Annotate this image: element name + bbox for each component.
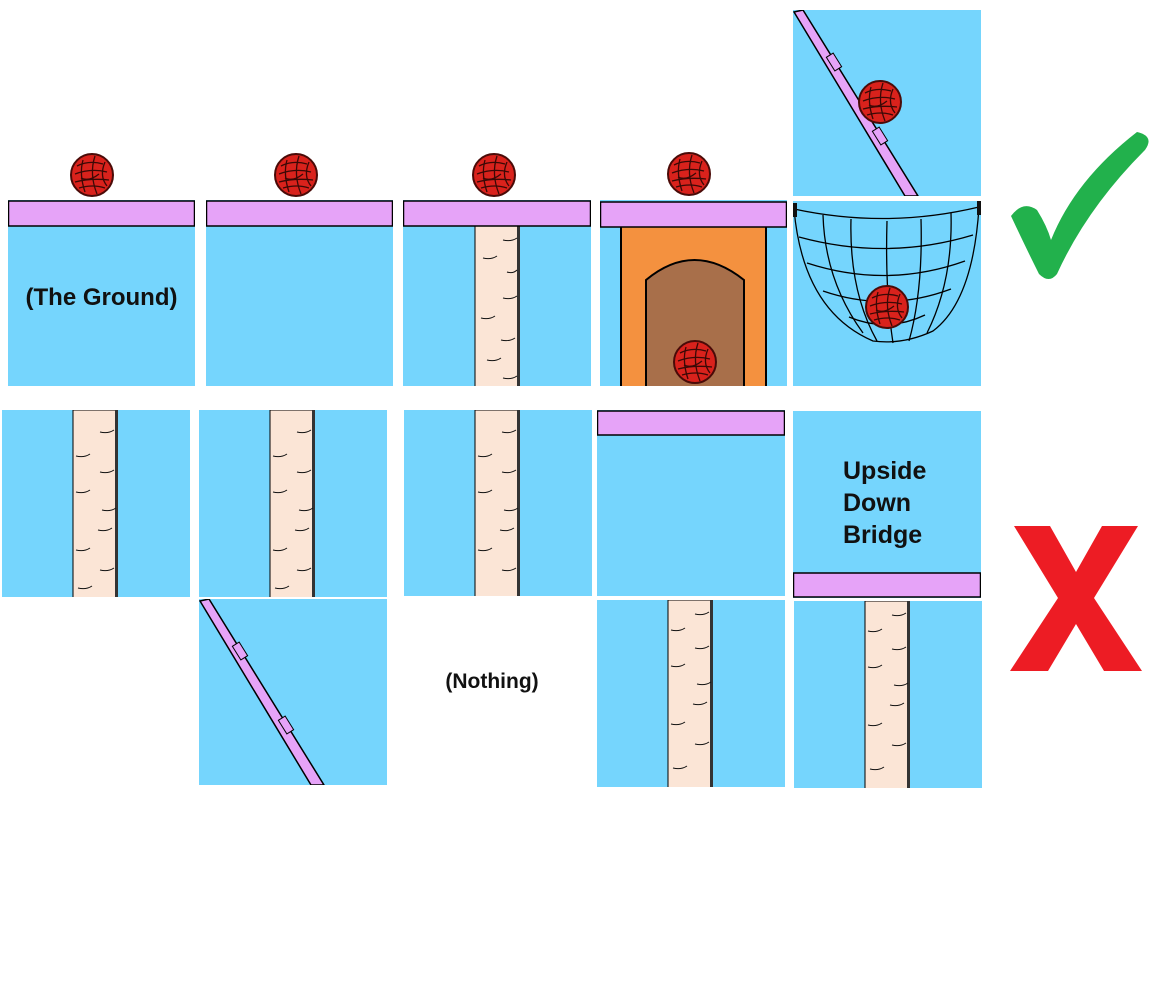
bridge-plank <box>206 200 393 227</box>
label-line: Upside <box>843 457 927 485</box>
tile-bridge-over-tree[interactable] <box>597 410 785 596</box>
tile-ramp-lower[interactable] <box>199 599 387 785</box>
tree-trunk <box>269 410 315 597</box>
tile-upside-down-bridge[interactable]: Upside Down Bridge <box>793 411 981 598</box>
ramp <box>793 10 919 196</box>
yarn-ball-icon <box>274 153 318 197</box>
tile-empty-bridge[interactable] <box>206 200 393 386</box>
tree-trunk <box>72 410 118 597</box>
x-mark-icon <box>1010 526 1142 671</box>
yarn-ball-icon <box>667 152 711 196</box>
yarn-ball-icon <box>858 80 902 124</box>
tile-ramp-top[interactable] <box>793 10 981 196</box>
tree-trunk <box>474 410 520 596</box>
tree-trunk <box>403 200 591 386</box>
ground-label: (The Ground) <box>25 284 178 311</box>
yarn-ball-icon <box>673 340 717 384</box>
yarn-ball-icon <box>865 285 909 329</box>
tile-tree-only[interactable] <box>2 410 190 597</box>
label-line: Bridge <box>843 521 923 549</box>
tree-trunk <box>864 601 910 788</box>
tile-tree-under-upside-bridge[interactable] <box>794 601 982 788</box>
bridge-plank <box>793 572 981 598</box>
yarn-ball-icon <box>472 153 516 197</box>
tile-tree-bridge[interactable] <box>403 200 591 386</box>
bridge-plank <box>597 410 785 436</box>
tile-tree-over-nothing[interactable] <box>404 410 592 596</box>
label-line: Down <box>843 489 912 517</box>
ramp <box>199 599 325 785</box>
tile-tree-under-bridge[interactable] <box>597 600 785 787</box>
tree-trunk <box>667 600 713 787</box>
bridge-plank <box>8 200 195 227</box>
house <box>600 201 787 386</box>
tile-ground-bridge[interactable]: (The Ground) <box>8 200 195 386</box>
tile-tree-upper[interactable] <box>199 410 387 597</box>
check-mark-icon <box>1011 132 1149 279</box>
upside-down-bridge-label: Upside Down Bridge <box>843 455 926 551</box>
nothing-label: (Nothing) <box>445 670 539 693</box>
yarn-ball-icon <box>70 153 114 197</box>
